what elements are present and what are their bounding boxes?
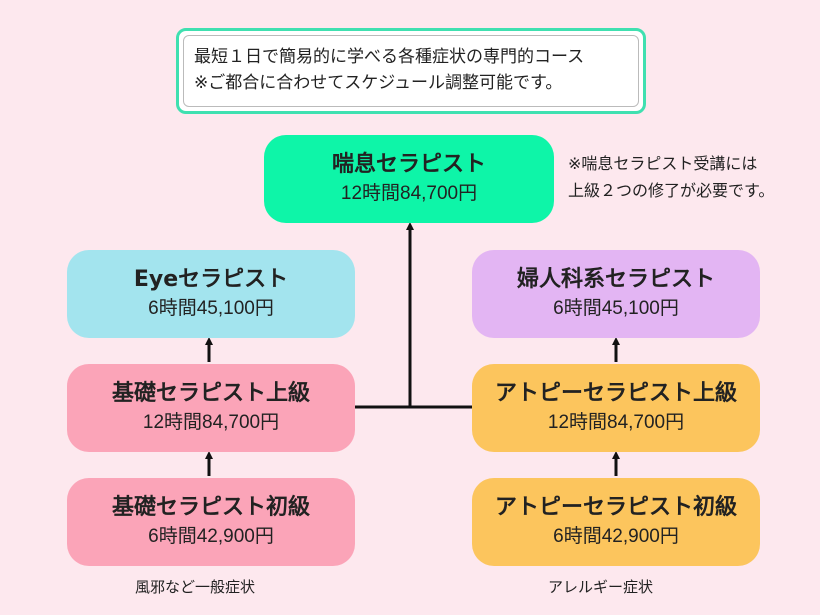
caption-allergy-symptoms: アレルギー症状: [548, 578, 654, 596]
course-price: 6時間45,100円: [148, 298, 274, 319]
course-price: 12時間84,700円: [142, 412, 280, 433]
course-basic-advanced: 基礎セラピスト上級 12時間84,700円: [67, 364, 355, 452]
course-atopy-advanced: アトピーセラピスト上級 12時間84,700円: [472, 364, 760, 452]
course-eye-therapist: Eyeセラピスト 6時間45,100円: [67, 250, 355, 338]
note-line-1: ※喘息セラピスト受講には: [568, 154, 758, 173]
course-price: 6時間42,900円: [553, 526, 679, 547]
course-notice-inner: 最短１日で簡易的に学べる各種症状の専門的コース ※ご都合に合わせてスケジュール調…: [183, 35, 639, 107]
course-price: 6時間45,100円: [553, 298, 679, 319]
course-title: 喘息セラピスト: [331, 152, 486, 177]
course-basic-beginner: 基礎セラピスト初級 6時間42,900円: [67, 478, 355, 566]
course-womens-therapist: 婦人科系セラピスト 6時間45,100円: [472, 250, 760, 338]
course-title: 基礎セラピスト初級: [111, 495, 310, 520]
course-notice: 最短１日で簡易的に学べる各種症状の専門的コース ※ご都合に合わせてスケジュール調…: [176, 28, 646, 114]
course-title: Eyeセラピスト: [133, 267, 289, 292]
course-title: アトピーセラピスト上級: [494, 381, 737, 406]
caption-general-symptoms: 風邪など一般症状: [135, 578, 256, 596]
course-price: 12時間84,700円: [547, 412, 685, 433]
course-price: 12時間84,700円: [340, 183, 478, 204]
note-line-2: 上級２つの修了が必要です。: [568, 181, 775, 200]
course-asthma-therapist: 喘息セラピスト 12時間84,700円: [264, 135, 554, 223]
course-title: 基礎セラピスト上級: [111, 381, 310, 406]
notice-line-1: 最短１日で簡易的に学べる各種症状の専門的コース: [194, 47, 585, 67]
course-title: アトピーセラピスト初級: [494, 495, 737, 520]
notice-line-2: ※ご都合に合わせてスケジュール調整可能です。: [194, 73, 563, 93]
course-price: 6時間42,900円: [148, 526, 274, 547]
course-atopy-beginner: アトピーセラピスト初級 6時間42,900円: [472, 478, 760, 566]
asthma-requirement-note: ※喘息セラピスト受講には 上級２つの修了が必要です。: [568, 150, 774, 204]
course-title: 婦人科系セラピスト: [516, 267, 715, 292]
